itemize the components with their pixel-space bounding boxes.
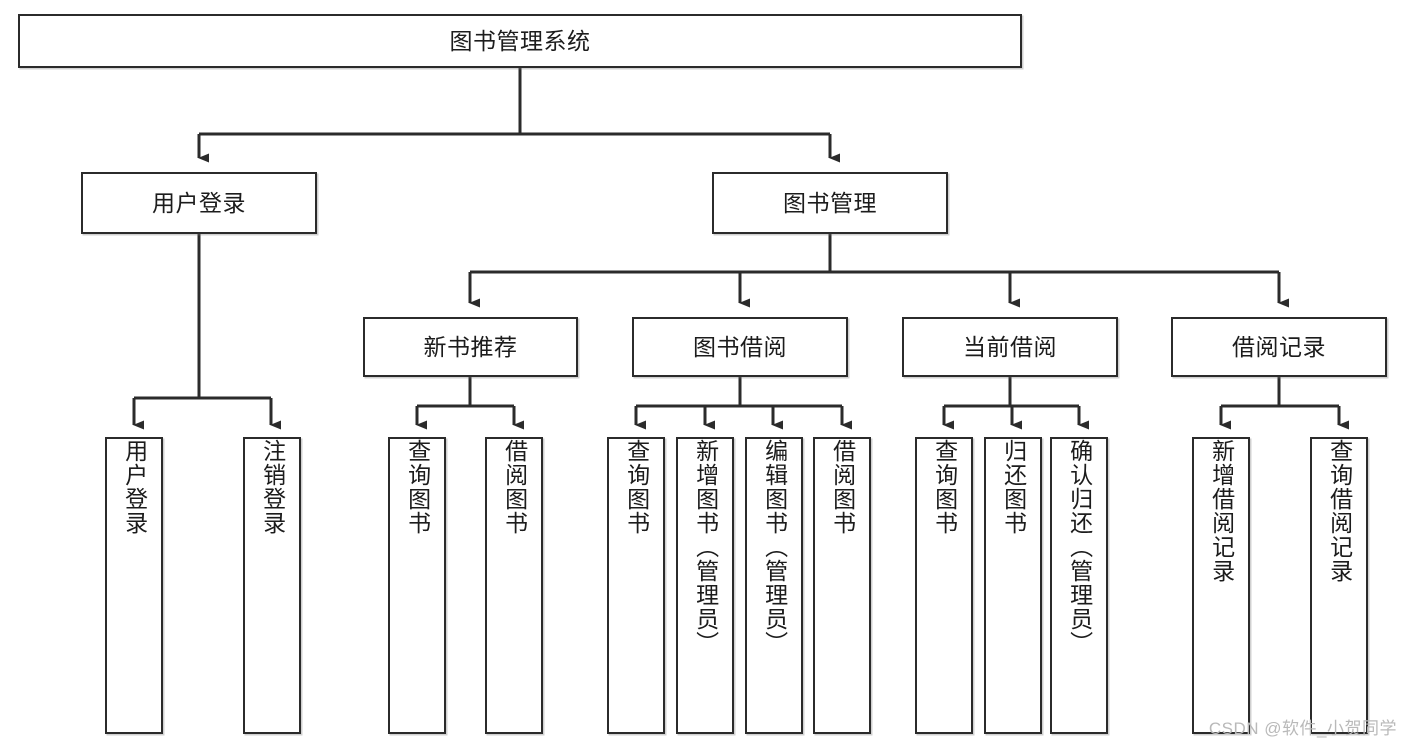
leaf-book-borrow-1[interactable]: 查询图书 (607, 437, 665, 734)
leaf-current-borrow-1-label: 查询图书 (931, 439, 958, 535)
leaf-borrow-record-1-label: 新增借阅记录 (1208, 439, 1235, 583)
node-root-book-management-system[interactable]: 图书管理系统 (18, 14, 1022, 68)
leaf-user-login-2-label: 注销登录 (259, 439, 286, 535)
node-new-book-recommend-label: 新书推荐 (423, 333, 518, 360)
node-current-borrow[interactable]: 当前借阅 (902, 317, 1118, 377)
leaf-user-login-1-label: 用户登录 (121, 439, 148, 535)
node-user-login-label: 用户登录 (152, 189, 246, 216)
leaf-new-book-1[interactable]: 查询图书 (388, 437, 446, 734)
leaf-book-borrow-2-label: 新增图书（管理员） (692, 439, 719, 655)
node-book-borrow[interactable]: 图书借阅 (632, 317, 848, 377)
leaf-book-borrow-2[interactable]: 新增图书（管理员） (676, 437, 734, 734)
leaf-user-login-1[interactable]: 用户登录 (105, 437, 163, 734)
node-book-management[interactable]: 图书管理 (712, 172, 948, 234)
leaf-borrow-record-2-label: 查询借阅记录 (1326, 439, 1353, 583)
node-book-management-label: 图书管理 (783, 189, 877, 216)
leaf-current-borrow-3-label: 确认归还（管理员） (1066, 439, 1093, 655)
node-user-login[interactable]: 用户登录 (81, 172, 317, 234)
leaf-current-borrow-2-label: 归还图书 (1000, 439, 1027, 535)
node-current-borrow-label: 当前借阅 (963, 333, 1057, 360)
leaf-book-borrow-4[interactable]: 借阅图书 (813, 437, 871, 734)
leaf-book-borrow-1-label: 查询图书 (623, 439, 650, 535)
node-root-label: 图书管理系统 (449, 27, 591, 54)
leaf-borrow-record-2[interactable]: 查询借阅记录 (1310, 437, 1368, 734)
node-new-book-recommend[interactable]: 新书推荐 (363, 317, 578, 377)
leaf-borrow-record-1[interactable]: 新增借阅记录 (1192, 437, 1250, 734)
leaf-current-borrow-3[interactable]: 确认归还（管理员） (1050, 437, 1108, 734)
leaf-current-borrow-1[interactable]: 查询图书 (915, 437, 973, 734)
leaf-current-borrow-2[interactable]: 归还图书 (984, 437, 1042, 734)
leaf-book-borrow-3-label: 编辑图书（管理员） (761, 439, 788, 655)
leaf-new-book-2-label: 借阅图书 (501, 439, 528, 535)
node-borrow-record[interactable]: 借阅记录 (1171, 317, 1387, 377)
node-borrow-record-label: 借阅记录 (1232, 333, 1326, 360)
leaf-new-book-2[interactable]: 借阅图书 (485, 437, 543, 734)
leaf-new-book-1-label: 查询图书 (404, 439, 431, 535)
leaf-book-borrow-4-label: 借阅图书 (829, 439, 856, 535)
node-book-borrow-label: 图书借阅 (693, 333, 787, 360)
leaf-book-borrow-3[interactable]: 编辑图书（管理员） (745, 437, 803, 734)
leaf-user-login-2[interactable]: 注销登录 (243, 437, 301, 734)
